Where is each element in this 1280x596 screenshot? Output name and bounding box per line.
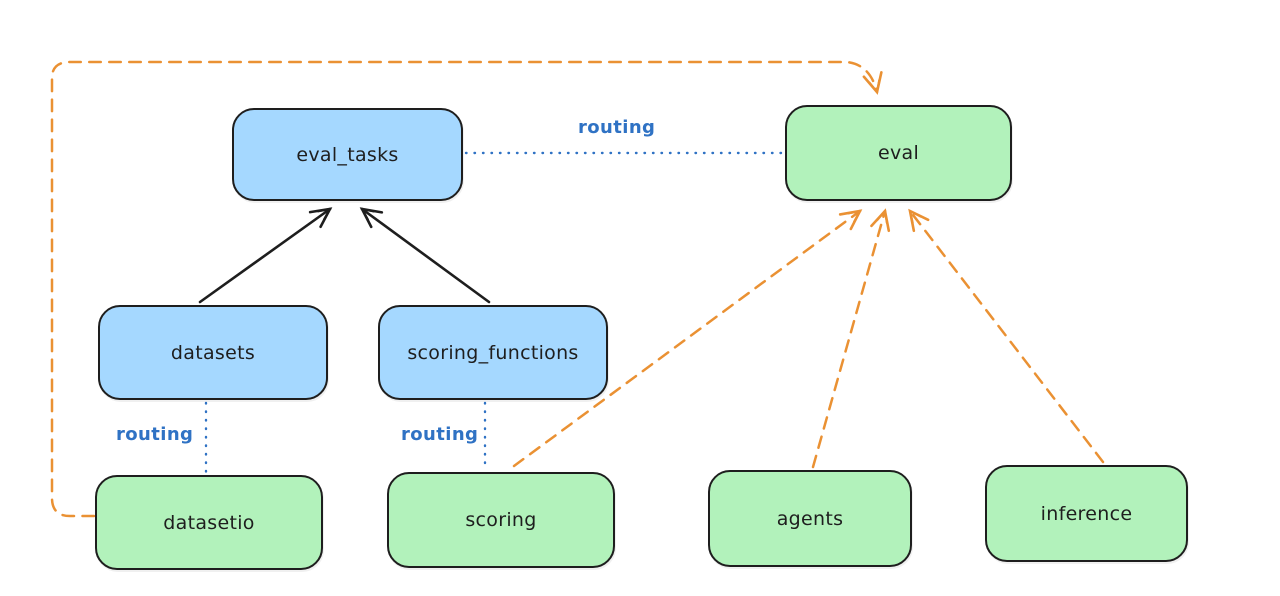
node-scoring-functions: scoring_functions [378, 305, 608, 400]
node-agents-label: agents [776, 507, 844, 530]
routing-label-datasets-datasetio: routing [116, 424, 194, 445]
node-datasetio: datasetio [95, 475, 323, 570]
node-eval-tasks-label: eval_tasks [296, 143, 399, 166]
routing-label-eval-tasks-eval: routing [578, 117, 656, 138]
node-datasetio-label: datasetio [163, 511, 255, 534]
node-scoring-functions-label: scoring_functions [407, 341, 579, 364]
node-datasets: datasets [98, 305, 328, 400]
edge-scoring-to-eval [512, 209, 863, 468]
node-inference: inference [985, 465, 1188, 562]
node-eval-label: eval [877, 142, 920, 164]
edge-datasetio-to-eval [50, 60, 883, 518]
edge-scoring-functions-to-eval-tasks [359, 207, 491, 304]
routing-label-scoring-functions-scoring: routing [401, 424, 479, 445]
node-eval: eval [785, 105, 1012, 201]
edge-agents-to-eval [811, 208, 891, 469]
node-agents: agents [708, 470, 912, 567]
node-scoring-label: scoring [465, 509, 537, 531]
edge-inference-to-eval [908, 208, 1105, 464]
node-datasets-label: datasets [170, 341, 256, 364]
node-scoring: scoring [387, 472, 615, 568]
edge-datasets-to-eval-tasks [198, 207, 333, 304]
node-eval-tasks: eval_tasks [232, 108, 463, 201]
node-inference-label: inference [1040, 502, 1133, 525]
